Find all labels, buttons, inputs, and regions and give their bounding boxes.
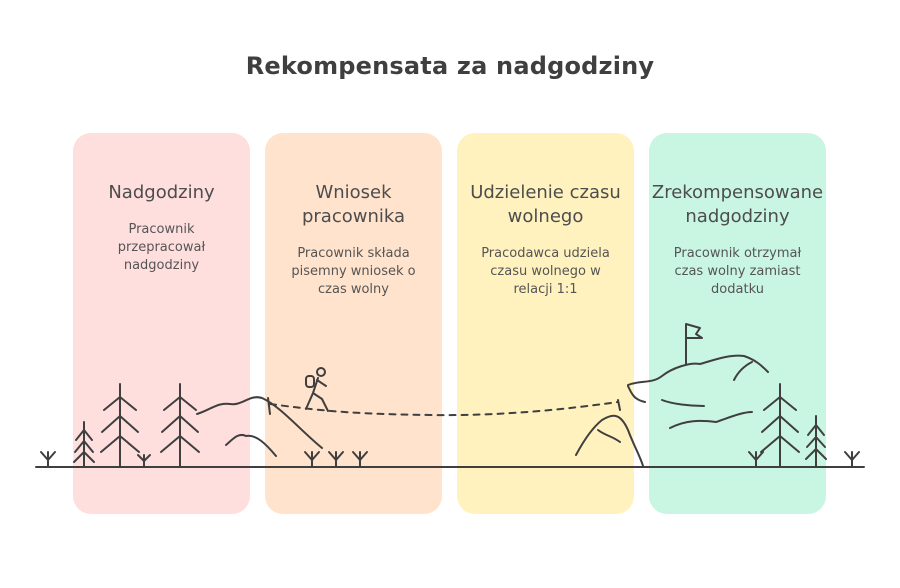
flag-icon <box>685 323 703 365</box>
mountain-right-icon <box>627 354 769 429</box>
mountain-left-icon <box>196 396 323 457</box>
stage-heading: Zrekompensowane nadgodziny <box>651 182 824 227</box>
pine-tree-icon <box>160 383 200 468</box>
grass-icon <box>40 451 860 468</box>
stage-heading: Udzielenie czasu wolnego <box>470 182 621 227</box>
stage-heading: Wniosek pracownika <box>301 182 406 227</box>
pine-tree-icon <box>73 421 95 468</box>
pine-tree-icon <box>805 415 827 468</box>
pine-tree-icon <box>100 383 140 468</box>
stage-description: Pracownik otrzymał czas wolny zamiast do… <box>673 246 802 297</box>
diagram-title: Rekompensata za nadgodziny <box>245 52 655 80</box>
stage-employee-request: Wniosek pracownika Pracownik składa pise… <box>265 133 442 514</box>
stage-description: Pracodawca udziela czasu wolnego w relac… <box>481 246 610 297</box>
stage-description: Pracownik przepracował nadgodziny <box>117 222 206 273</box>
pine-tree-icon <box>760 383 800 468</box>
stage-description: Pracownik składa pisemny wniosek o czas … <box>291 246 416 297</box>
mountain-middle-icon <box>575 399 644 467</box>
stage-granting-time-off: Udzielenie czasu wolnego Pracodawca udzi… <box>457 133 634 514</box>
stage-heading: Nadgodziny <box>108 182 215 203</box>
hiker-icon <box>305 367 329 412</box>
dashed-path <box>269 401 619 417</box>
